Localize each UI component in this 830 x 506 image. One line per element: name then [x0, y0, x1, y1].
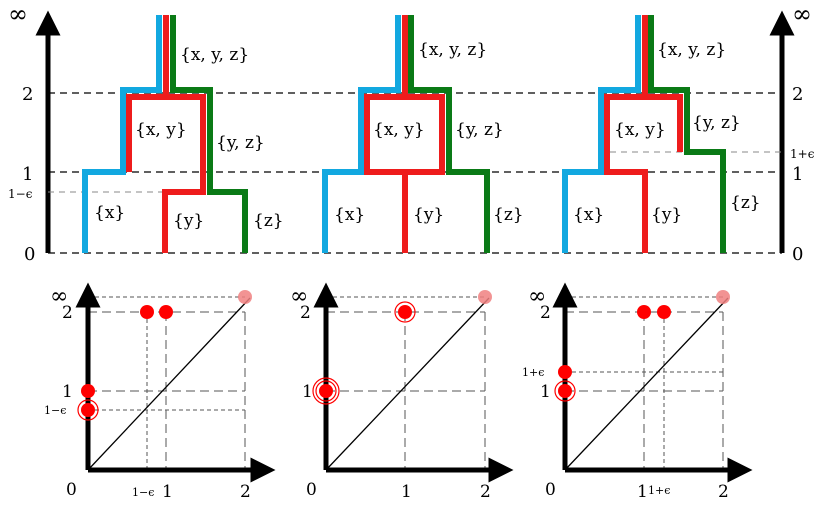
- tree1-x-label: {x}: [94, 203, 125, 223]
- tree1-x-branch: [82, 15, 162, 253]
- right-axis-1-plus-eps-label: 1+ϵ: [790, 147, 815, 161]
- pd2-point-1-2: [398, 305, 412, 319]
- pd1-point-0-1e: [81, 403, 95, 417]
- tree3-yz-label: {y, z}: [692, 113, 741, 133]
- pd3-point-0-1e: [558, 365, 572, 379]
- pd2-y1-label: 1: [302, 382, 313, 402]
- tree2-z-label: {z}: [493, 205, 524, 225]
- pd3-x1-label: 1: [637, 482, 648, 502]
- pd2-point-inf: [478, 290, 492, 304]
- left-axis-0-label: 0: [24, 244, 35, 265]
- pd1-point-0-2-b: [159, 305, 173, 319]
- pd1-y1-label: 1: [62, 382, 73, 402]
- pd2-x2-label: 2: [480, 482, 491, 502]
- tree3-xyz-label: {x, y, z}: [657, 40, 726, 60]
- tree1-y-label: {y}: [173, 211, 204, 231]
- pd1-x1e-label: 1−ϵ: [132, 486, 154, 499]
- tree3-y-label: {y}: [651, 205, 682, 225]
- pd3-inf-label: ∞: [528, 284, 546, 309]
- eps-lines: [48, 151, 782, 193]
- tree3-x-branch: [562, 15, 641, 253]
- tree2-y-label: {y}: [413, 205, 444, 225]
- persistence-diagram-2: ∞ 2 1 0 1 2: [290, 282, 514, 502]
- pd3-y1e-label: 1+ϵ: [522, 366, 544, 379]
- pd1-y1e-label: 1−ϵ: [44, 404, 66, 417]
- right-axis-inf-label: ∞: [792, 0, 812, 28]
- tree2-y-branch: [364, 15, 445, 253]
- merge-tree-1: [82, 15, 248, 253]
- left-axis-2-label: 2: [22, 84, 33, 105]
- tree3-y-branch: [604, 15, 683, 253]
- tree1-yz-label: {y, z}: [216, 133, 265, 153]
- tree3-z-label: {z}: [730, 193, 761, 213]
- tree1-xy-label: {x, y}: [135, 120, 187, 140]
- merge-tree-2: [322, 15, 490, 253]
- pd3-point-0-2-b: [657, 305, 671, 319]
- pd1-point-0-2-a: [140, 305, 154, 319]
- tree3-xy-label: {x, y}: [614, 120, 666, 140]
- tree1-z-branch: [170, 15, 248, 253]
- merge-tree-3: [562, 15, 726, 253]
- pd3-y2-label: 2: [540, 303, 551, 323]
- pd3-x0-label: 0: [545, 480, 556, 500]
- pd1-x1-label: 1: [162, 482, 173, 502]
- pd2-x0-label: 0: [306, 480, 317, 500]
- tree1-y-branch: [126, 15, 206, 253]
- pd3-y1-label: 1: [540, 382, 551, 402]
- pd2-dashed-guides: [326, 311, 486, 470]
- pd2-inf-label: ∞: [290, 284, 308, 309]
- tree2-z-branch: [408, 15, 490, 253]
- pd1-point-0-1: [81, 384, 95, 398]
- pd3-dashed-guides: [565, 311, 724, 470]
- left-axis-1-label: 1: [22, 164, 33, 185]
- pd2-point-ring-2: [315, 380, 337, 402]
- tree2-xy-label: {x, y}: [373, 120, 425, 140]
- pd1-diagonal: [87, 297, 251, 471]
- pd1-inf-label: ∞: [50, 284, 68, 309]
- tree3-x-label: {x}: [573, 205, 604, 225]
- pd1-point-inf: [238, 290, 252, 304]
- right-axis-0-label: 0: [792, 244, 803, 265]
- pd2-point-0-1: [319, 384, 333, 398]
- pd3-point-0-1: [558, 384, 572, 398]
- persistence-diagram-3: ∞ 2 1+ϵ 1 0 1 1+ϵ 2: [522, 282, 753, 502]
- tree1-z-label: {z}: [253, 211, 284, 231]
- pd2-point-ring-outer: [394, 301, 416, 323]
- pd3-x2-label: 2: [718, 482, 729, 502]
- pd3-point-0-2-a: [637, 305, 651, 319]
- pd1-x2-label: 2: [240, 482, 251, 502]
- tree2-x-label: {x}: [334, 205, 365, 225]
- pd1-x0-label: 0: [66, 480, 77, 500]
- pd1-dashed-guides: [88, 311, 246, 470]
- tree1-xyz-label: {x, y, z}: [180, 45, 249, 65]
- pd2-diagonal: [325, 297, 490, 471]
- left-axis-inf-label: ∞: [8, 0, 28, 28]
- right-filtration-axis: ∞ 2 1+ϵ 1 0: [769, 0, 815, 265]
- tree2-x-branch: [322, 15, 401, 253]
- pd3-diagonal: [564, 297, 729, 471]
- tree2-xyz-label: {x, y, z}: [418, 40, 487, 60]
- persistence-diagram-1: ∞ 2 1 1−ϵ 0 1−ϵ 1 2: [44, 282, 276, 502]
- pd3-point-inf: [716, 290, 730, 304]
- pd1-point-double-ring: [77, 399, 99, 421]
- right-axis-1-label: 1: [792, 164, 803, 185]
- tree3-z-branch: [648, 15, 726, 253]
- left-filtration-axis: ∞ 2 1 1−ϵ 0: [8, 0, 61, 265]
- pd2-x1-label: 1: [401, 482, 412, 502]
- pd1-y2-label: 2: [62, 303, 73, 323]
- pd2-point-ring-3: [312, 377, 340, 405]
- pd3-point-ring: [554, 380, 576, 402]
- pd2-y2-label: 2: [300, 303, 311, 323]
- tree2-yz-label: {y, z}: [455, 120, 504, 140]
- left-axis-1-minus-eps-label: 1−ϵ: [8, 187, 33, 201]
- pd3-x1e-label: 1+ϵ: [648, 484, 670, 497]
- right-axis-2-label: 2: [792, 84, 803, 105]
